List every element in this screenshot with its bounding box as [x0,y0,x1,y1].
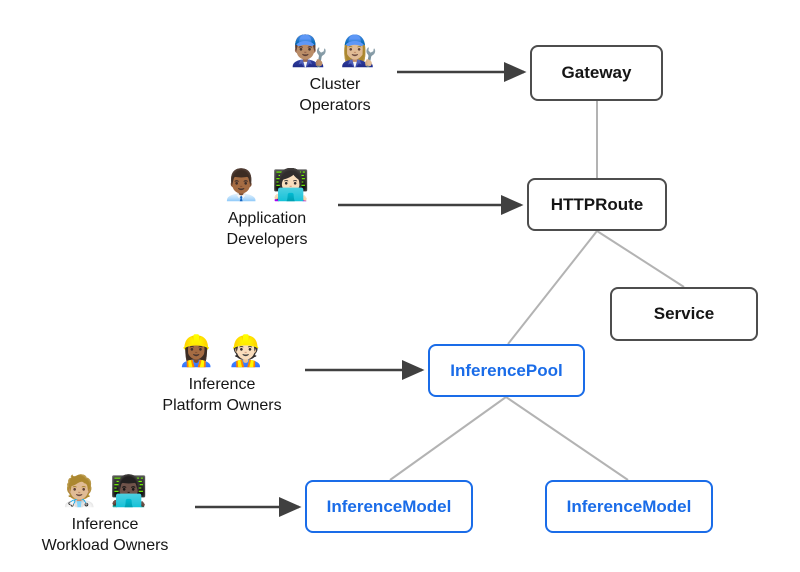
actor-inference-platform-owners: 👷🏾‍♀️ 👷🏻 Inference Platform Owners [122,330,322,416]
cluster-operators-emoji-icon: 👨🏽‍🔧 👩🏼‍🔧 [290,35,380,68]
node-service: Service [610,287,758,341]
edge-inferencepool-inferencemodel-2 [505,396,629,481]
actor-label: Application [227,210,307,227]
edge-inferencepool-inferencemodel-1 [389,396,507,481]
actor-label: Operators [299,97,371,114]
actor-label: Workload Owners [41,537,169,554]
node-inferencemodel-1: InferenceModel [305,480,473,533]
actor-label: Inference [71,516,139,533]
edge-httproute-inferencepool [507,230,598,345]
inference-platform-owners-emoji-icon: 👷🏾‍♀️ 👷🏻 [177,335,267,368]
application-developers-emoji-icon: 👨🏾‍💼 👩🏻‍💻 [222,169,312,202]
node-httproute: HTTPRoute [527,178,667,231]
actor-label: Inference [188,376,256,393]
node-inferencepool: InferencePool [428,344,585,397]
edge-httproute-service [596,230,685,288]
actor-label: Developers [226,231,308,248]
actor-cluster-operators: 👨🏽‍🔧 👩🏼‍🔧 Cluster Operators [235,30,435,116]
node-gateway: Gateway [530,45,663,101]
actor-label: Cluster [309,76,361,93]
node-inferencemodel-2: InferenceModel [545,480,713,533]
actor-inference-workload-owners: 🧑🏼‍⚕️ 👨🏿‍💻 Inference Workload Owners [5,470,205,556]
actor-application-developers: 👨🏾‍💼 👩🏻‍💻 Application Developers [167,164,367,250]
actor-label: Platform Owners [162,397,282,414]
inference-workload-owners-emoji-icon: 🧑🏼‍⚕️ 👨🏿‍💻 [60,475,150,508]
